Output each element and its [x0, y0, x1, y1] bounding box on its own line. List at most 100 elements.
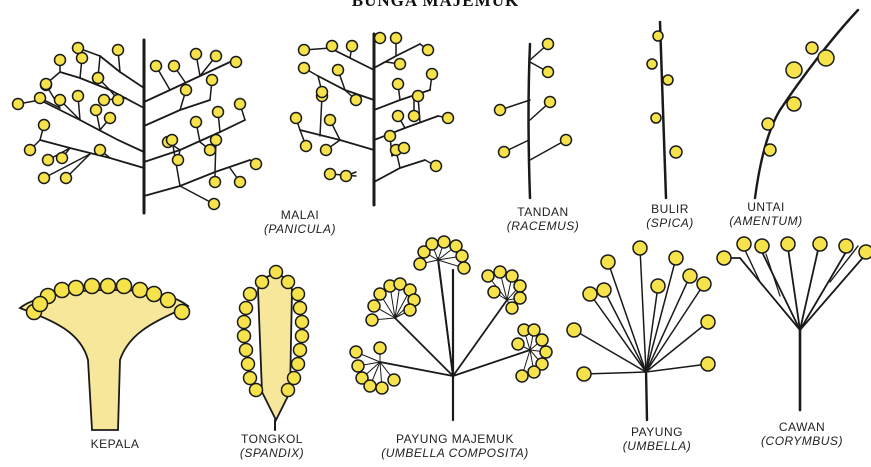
- tongkol-flower: [294, 344, 307, 357]
- flower-dot: [151, 61, 162, 72]
- flower-dot: [95, 145, 106, 156]
- label-malai: MALAI(PANICULA): [255, 208, 345, 236]
- kepala-flower: [161, 293, 176, 308]
- flower-dot: [73, 43, 84, 54]
- flower-dot: [317, 87, 328, 98]
- flower-dot: [205, 145, 216, 156]
- label-payung: PAYUNG(UMBELLA): [612, 425, 702, 453]
- flower-dot: [697, 277, 711, 291]
- flower-dot: [321, 145, 332, 156]
- flower-dot: [577, 367, 591, 381]
- cawan-branch: [800, 254, 866, 330]
- umbellet-flower: [536, 334, 548, 346]
- branch-line: [590, 294, 646, 372]
- flower-dot: [99, 95, 110, 106]
- umbellet-flower: [456, 250, 468, 262]
- flower-dot: [39, 120, 50, 131]
- flower-dot: [633, 241, 647, 255]
- flower-dot: [561, 135, 572, 146]
- flower-dot: [423, 45, 434, 56]
- kepala-flower: [117, 279, 132, 294]
- umbellet-flower: [458, 262, 470, 274]
- flower-dot: [597, 283, 611, 297]
- umbellet-flower: [514, 280, 526, 292]
- flower-dot: [91, 105, 102, 116]
- flower-dot: [545, 97, 556, 108]
- label-bulir: BULIR(SPICA): [630, 202, 710, 230]
- label-tongkol: TONGKOL(SPANDIX): [224, 432, 320, 460]
- flower-dot: [663, 75, 673, 85]
- flower-dot: [211, 51, 222, 62]
- flower-dot: [41, 79, 52, 90]
- flower-dot: [737, 237, 751, 251]
- flower-dot: [409, 111, 420, 122]
- flower-dot: [717, 251, 731, 265]
- tongkol-flower: [238, 316, 251, 329]
- flower-dot: [601, 255, 615, 269]
- flower-dot: [211, 135, 222, 146]
- flower-dot: [113, 95, 124, 106]
- flower-dot: [393, 79, 404, 90]
- kepala-flower: [175, 305, 190, 320]
- flower-dot: [351, 95, 362, 106]
- umbellet-flower: [488, 286, 500, 298]
- kepala-flower: [69, 281, 84, 296]
- flower-dot: [25, 145, 36, 156]
- flower-dot: [495, 105, 506, 116]
- bulir-main-stem: [660, 22, 666, 198]
- branch-line: [640, 248, 646, 372]
- flower-dot: [670, 146, 682, 158]
- flower-dot: [813, 237, 827, 251]
- flower-dot: [251, 159, 262, 170]
- tongkol-flower: [250, 384, 263, 397]
- cawan-branch: [800, 250, 818, 330]
- flower-dot: [413, 91, 424, 102]
- tongkol-spadix: [258, 275, 292, 420]
- tongkol-flower: [296, 330, 309, 343]
- tongkol-flower: [240, 344, 253, 357]
- flower-dot: [173, 155, 184, 166]
- payung-majemuk-ray: [438, 258, 453, 376]
- flower-dot: [333, 65, 344, 76]
- kepala-flower: [85, 279, 100, 294]
- kepala-flower: [55, 283, 70, 298]
- flower-dot: [764, 144, 776, 156]
- umbellet-flower: [482, 270, 494, 282]
- tongkol-flower: [292, 288, 305, 301]
- umbellet-flower: [368, 300, 380, 312]
- flower-dot: [391, 33, 402, 44]
- flower-dot: [209, 199, 220, 210]
- flower-dot: [375, 33, 386, 44]
- flower-dot: [651, 113, 661, 123]
- flower-dot: [299, 63, 310, 74]
- flower-dot: [755, 239, 769, 253]
- malai2-branch: [374, 116, 438, 140]
- flower-dot: [347, 41, 358, 52]
- tongkol-flower: [270, 266, 283, 279]
- cawan-branch: [724, 258, 800, 330]
- untai-main-stem: [755, 10, 858, 198]
- umbellet-flower: [512, 338, 524, 350]
- flower-dot: [291, 113, 302, 124]
- tandan-main-stem: [529, 44, 531, 198]
- umbellet-flower: [528, 324, 540, 336]
- umbellet-flower: [376, 382, 388, 394]
- tongkol-flower: [282, 384, 295, 397]
- flower-dot: [105, 113, 116, 124]
- flower-dot: [35, 93, 46, 104]
- flower-dot: [393, 111, 404, 122]
- flower-dot: [299, 45, 310, 56]
- flower-dot: [701, 315, 715, 329]
- flower-dot: [399, 143, 410, 154]
- tongkol-flower: [244, 288, 257, 301]
- tongkol-flower: [296, 316, 309, 329]
- flower-dot: [43, 155, 54, 166]
- flower-dot: [235, 99, 246, 110]
- tongkol-flower: [288, 372, 301, 385]
- umbellet-flower: [388, 374, 400, 386]
- umbellet-flower: [364, 380, 376, 392]
- flower-dot: [395, 59, 406, 70]
- umbellet-flower: [506, 270, 518, 282]
- umbellet-flower: [426, 238, 438, 250]
